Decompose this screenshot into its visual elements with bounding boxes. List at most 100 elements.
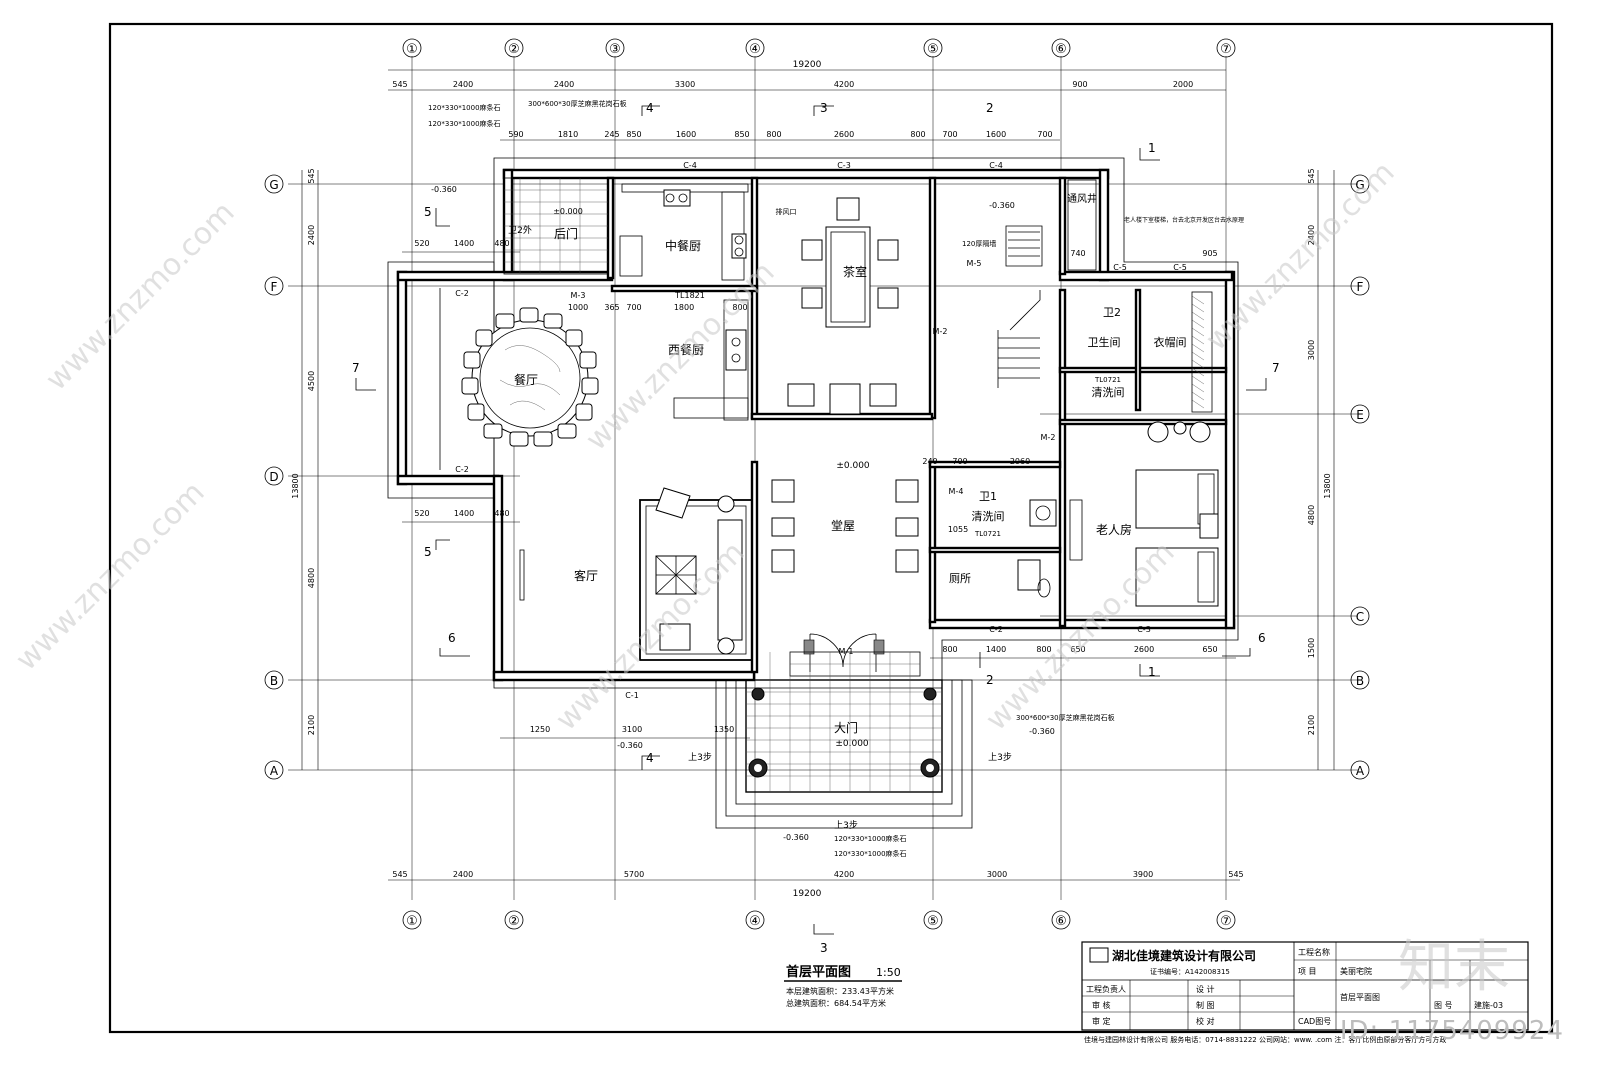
- dim-misc-650a: 650: [1070, 645, 1085, 654]
- dim-row2-5: 1600: [676, 130, 696, 139]
- axis-7-top: ⑦: [1220, 42, 1232, 57]
- dim-right-4: 4800: [1307, 505, 1316, 525]
- dim-misc-1000: 1000: [568, 303, 588, 312]
- sec-5-top: 5: [424, 205, 432, 219]
- entry-porch: 大门 ±0.000 上3步 上3步 上3步 120*330*1000麻条石 12…: [688, 651, 1115, 858]
- dim-misc-650b: 650: [1202, 645, 1217, 654]
- dim-misc-1350: 1350: [714, 725, 734, 734]
- material-top-3: 300*600*30厚芝麻黑花岗石板: [528, 99, 627, 108]
- back-wc-label: 卫2外: [508, 224, 532, 236]
- dim-misc-800a: 800: [732, 303, 747, 312]
- tb-project-value: 美丽宅院: [1340, 966, 1372, 976]
- axis-B-left: B: [270, 674, 278, 688]
- tag-c2-b: C-2: [455, 465, 469, 474]
- dim-row2-3: 245: [604, 130, 619, 139]
- material-bottom-1: 120*330*1000麻条石: [834, 834, 907, 843]
- wash1-label: 清洗间: [972, 510, 1005, 523]
- dim-top-4: 3300: [675, 80, 695, 89]
- dim-misc-800b: 800: [942, 645, 957, 654]
- dim-misc-740: 905: [1202, 249, 1217, 258]
- axis-F-left: F: [271, 280, 278, 294]
- axis-C-right: C: [1356, 610, 1364, 624]
- dim-row2-4: 850: [626, 130, 641, 139]
- dim-misc-480b: 480: [494, 509, 509, 518]
- dim-total-bottom: 19200: [793, 889, 822, 899]
- watermarks: www.znzmo.com www.znzmo.com www.znzmo.co…: [9, 155, 1510, 1000]
- title-block: 湖北佳境建筑设计有限公司 证书编号：A142008315 工程名称 项 目 美丽…: [1081, 941, 1529, 1044]
- tag-c2-a: C-2: [455, 289, 469, 298]
- axis-4-top: ④: [749, 42, 761, 57]
- axis-E-right: E: [1356, 408, 1364, 422]
- sec-3-top: 3: [820, 101, 828, 115]
- tag-tl1821: TL1821: [674, 291, 705, 300]
- axis-A-left: A: [270, 764, 279, 778]
- material-top-2: 120*330*1000麻条石: [428, 119, 501, 128]
- dim-misc-800c: 800: [1036, 645, 1051, 654]
- dim-left-1: 545: [307, 168, 316, 183]
- tag-m4: M-4: [949, 487, 964, 496]
- tag-m3: M-3: [571, 291, 586, 300]
- tb-design: 设 计: [1196, 984, 1215, 994]
- watermark-5: www.znzmo.com: [979, 535, 1182, 738]
- area-total: 总建筑面积：684.54平方米: [786, 998, 886, 1008]
- dim-top-7: 2000: [1173, 80, 1193, 89]
- dim-misc-1055: 1055: [948, 525, 968, 534]
- tb-review: 审 核: [1092, 1000, 1111, 1010]
- dim-misc-1250: 1250: [530, 725, 550, 734]
- dim-right-1: 545: [1307, 168, 1316, 183]
- dim-misc-700b: 700: [952, 457, 967, 466]
- dining-room: 餐厅: [439, 288, 599, 470]
- tag-m2-a: M-2: [933, 327, 948, 336]
- tb-drawing: 首层平面图: [1340, 992, 1380, 1002]
- level-marks: -0.360 ±0.000 -0.360 -0.360 -0.360 -0.36…: [431, 185, 1055, 842]
- sec-7-right: 7: [1272, 361, 1280, 375]
- elder-room-label: 老人房: [1096, 522, 1132, 537]
- steps-right: 上3步: [988, 752, 1012, 763]
- tag-c2-c: C-2: [989, 625, 1003, 634]
- sec-5-bot: 5: [424, 545, 432, 559]
- dim-right-6: 2100: [1307, 715, 1316, 735]
- wc2-area: 卫2 卫生间 清洗间 衣帽间: [1088, 291, 1213, 443]
- wc2-label: 卫2: [1103, 306, 1121, 319]
- tag-m5: M-5: [967, 259, 982, 268]
- right-dimensions: 13800 545 2400 3000 4800 1500 2100: [1307, 168, 1335, 770]
- dim-top-5: 4200: [834, 80, 854, 89]
- level-stair: -0.360: [989, 201, 1015, 210]
- material-bottom-2: 120*330*1000麻条石: [834, 849, 907, 858]
- axis-4-bottom: ④: [749, 914, 761, 929]
- tag-tl0721-a: TL0721: [1094, 376, 1121, 384]
- tb-check: 校 对: [1196, 1016, 1215, 1026]
- dim-left-4: 4800: [307, 568, 316, 588]
- dim-right-2: 2400: [1307, 225, 1316, 245]
- level-front-left: -0.360: [617, 741, 643, 750]
- axis-bubbles-right: G F E C B A: [1350, 174, 1370, 780]
- level-front-right: -0.360: [1029, 727, 1055, 736]
- dim-misc-520a: 520: [414, 239, 429, 248]
- dim-misc-1800: 1800: [674, 303, 694, 312]
- level-back: -0.360: [431, 185, 457, 194]
- hall-label: 堂屋: [831, 519, 855, 533]
- dim-right-3: 3000: [1307, 340, 1316, 360]
- material-notes: 120*330*1000麻条石 120*330*1000麻条石 300*600*…: [428, 99, 627, 128]
- dim-top-2: 2400: [453, 80, 473, 89]
- axis-6-top: ⑥: [1055, 42, 1067, 57]
- tb-sheet-label: 图 号: [1434, 1001, 1453, 1010]
- tb-project-name: 工程名称: [1298, 947, 1330, 957]
- dim-misc-2600: 2600: [1134, 645, 1154, 654]
- watermark-brand: 知末: [1398, 935, 1510, 1000]
- drawing-scale: 1:50: [876, 966, 901, 979]
- stair-note: 老人楼下室楼梯，台去北京开发区台去水原理: [1124, 216, 1244, 224]
- axis-5-top: ⑤: [927, 42, 939, 57]
- wc1-label: 卫1: [979, 490, 997, 503]
- dim-bot-3: 5700: [624, 870, 644, 879]
- dim-row2-9: 800: [910, 130, 925, 139]
- tag-c3-a: C-3: [837, 161, 851, 170]
- company-name: 湖北佳境建筑设计有限公司: [1112, 948, 1256, 963]
- axis-2-bottom: ②: [508, 914, 520, 929]
- tb-draw: 制 图: [1196, 1000, 1215, 1010]
- material-top-1: 120*330*1000麻条石: [428, 103, 501, 112]
- axis-2-top: ②: [508, 42, 520, 57]
- sec-4-top: 4: [646, 101, 654, 115]
- sheet-border: [108, 22, 1554, 1034]
- sec-2-top: 2: [986, 101, 994, 115]
